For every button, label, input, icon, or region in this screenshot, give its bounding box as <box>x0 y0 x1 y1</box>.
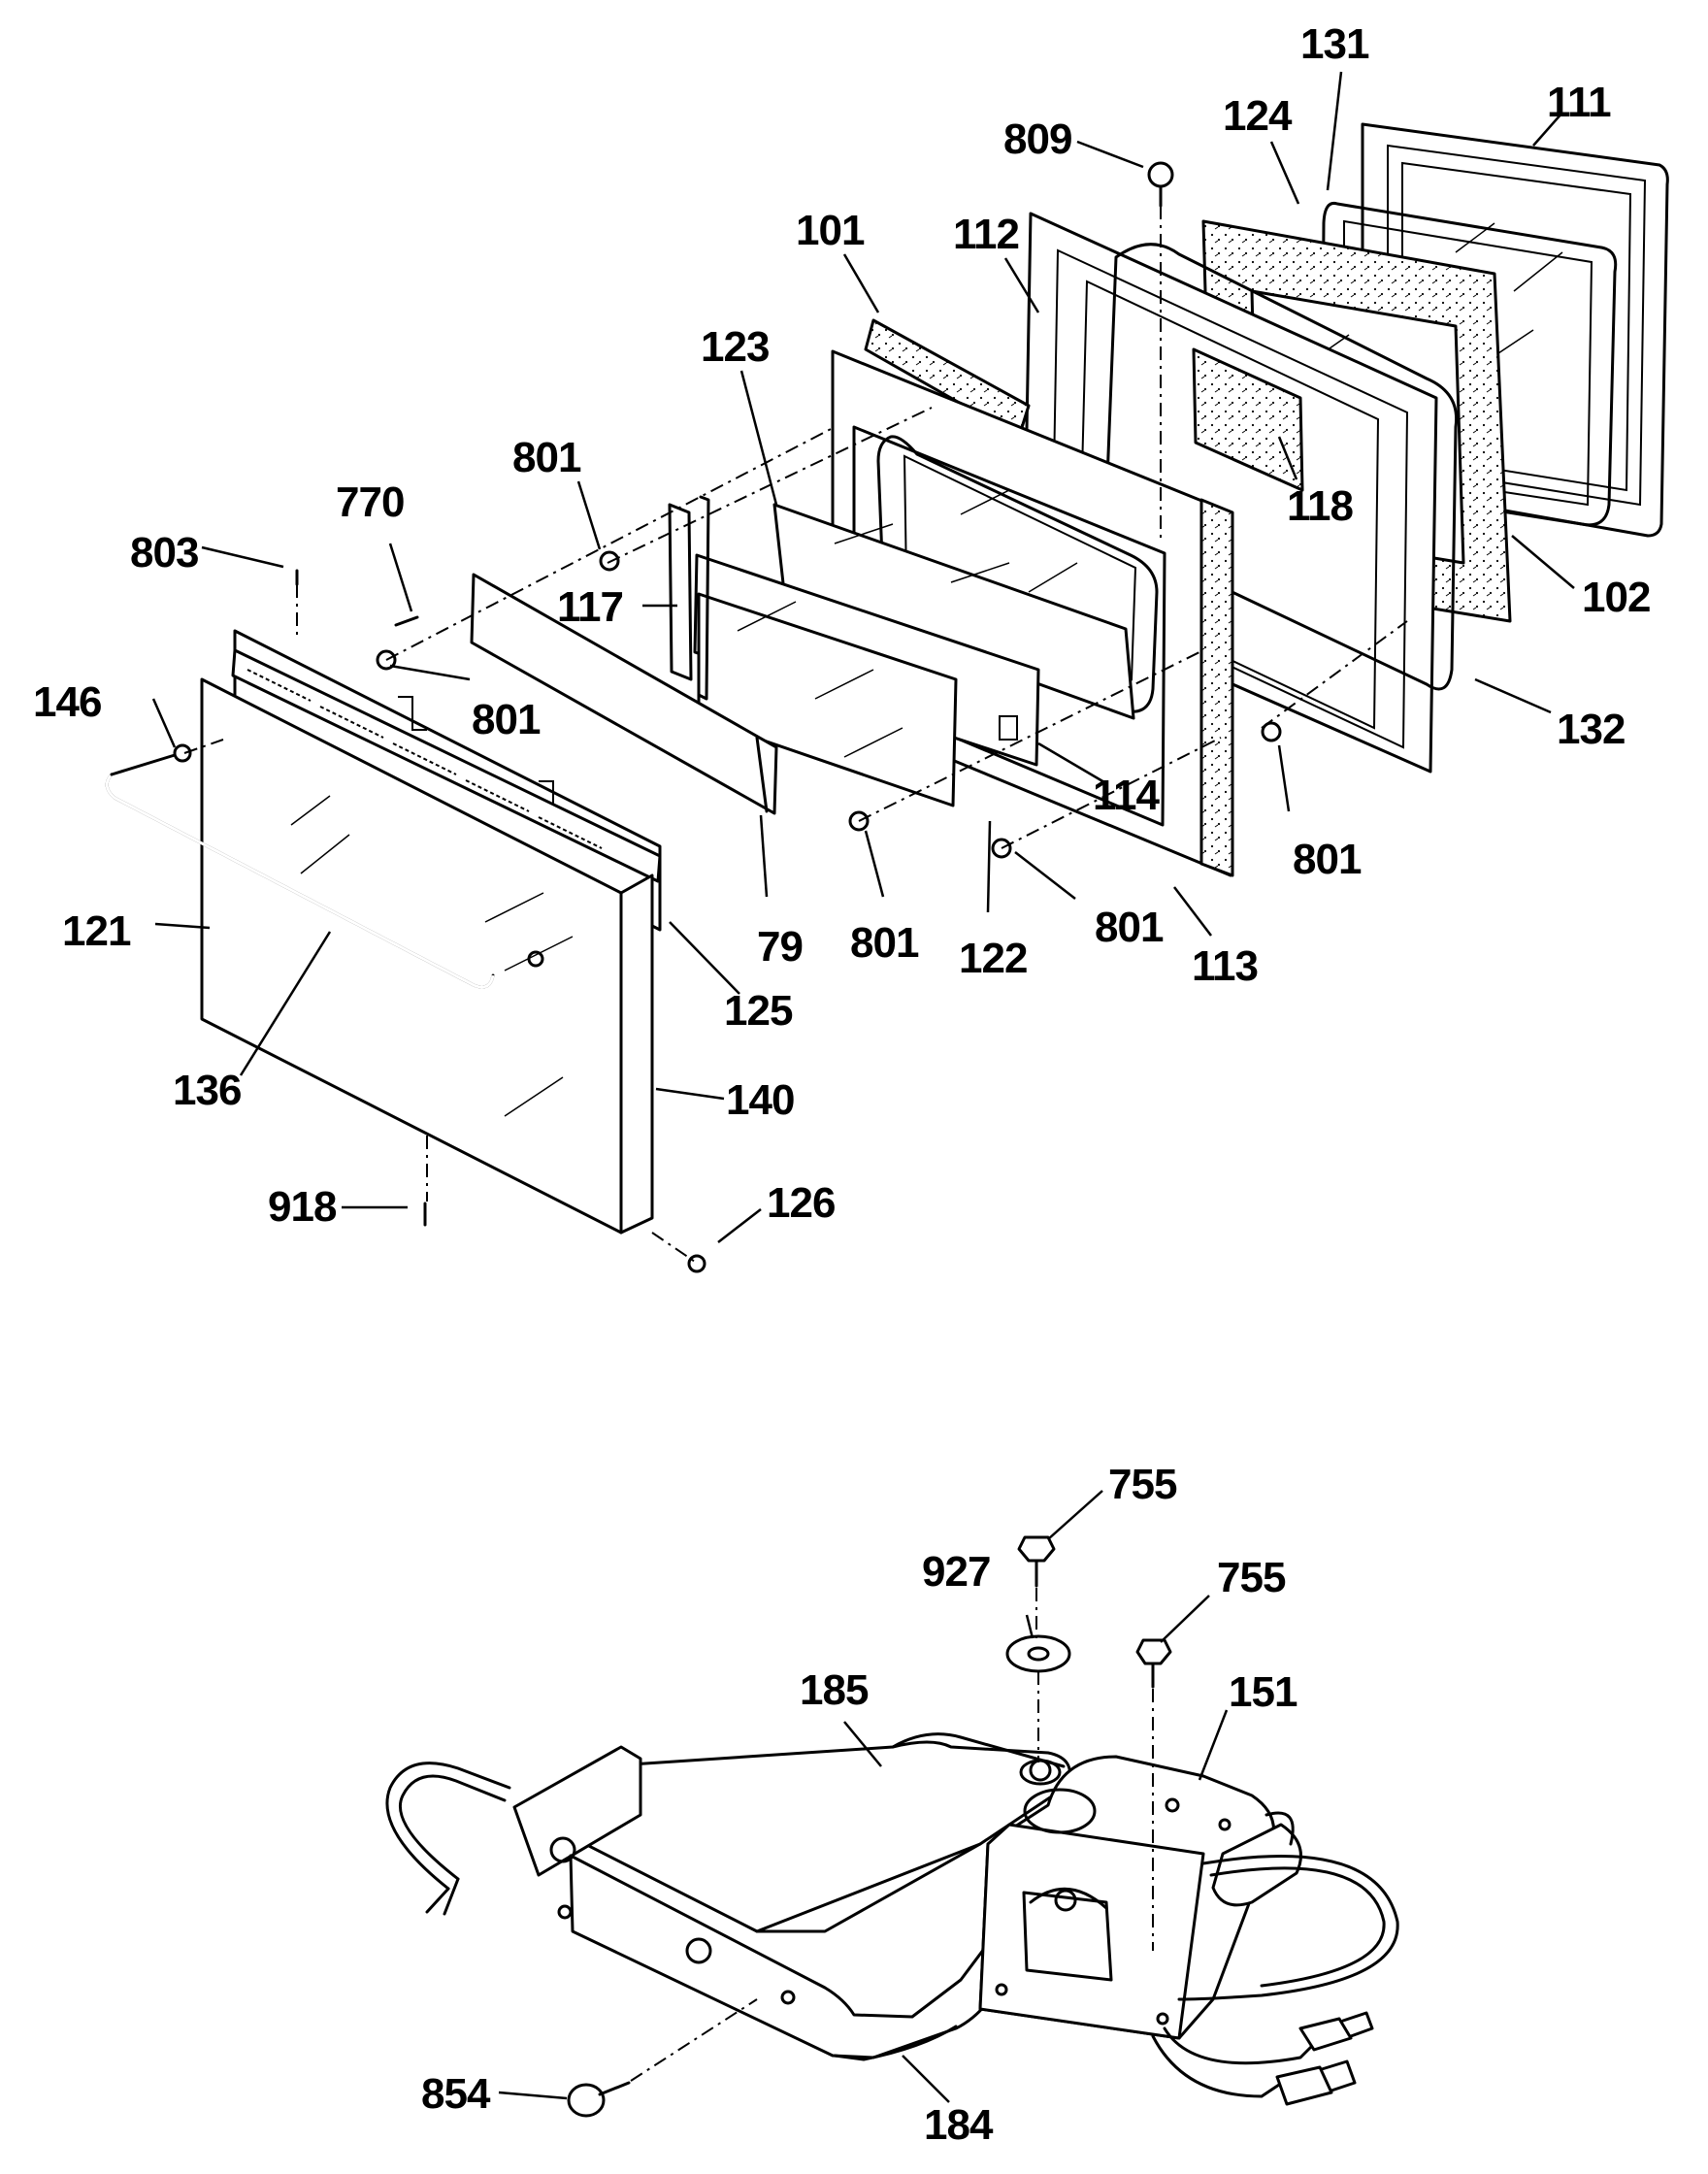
callout-121: 121 <box>62 907 131 955</box>
wire-terminal-upper <box>1298 2011 1374 2052</box>
screw-755-b <box>1135 1638 1172 1689</box>
door-vent-slots <box>246 669 603 849</box>
callout-809: 809 <box>1003 115 1071 163</box>
callout-136: 136 <box>173 1067 241 1114</box>
callout-131: 131 <box>1300 20 1369 68</box>
callout-803: 803 <box>130 529 198 576</box>
callout-755-a: 755 <box>1108 1461 1177 1508</box>
callout-801-e: 801 <box>1095 904 1164 951</box>
part-117-bracket <box>668 495 710 701</box>
washer-927 <box>1005 1634 1071 1673</box>
part-151-motor-housing <box>978 1755 1275 2040</box>
callout-184: 184 <box>924 2101 994 2149</box>
screw-755-a <box>1017 1535 1056 1588</box>
callout-755-b: 755 <box>1217 1554 1286 1601</box>
callout-140: 140 <box>726 1076 794 1124</box>
callout-114: 114 <box>1093 772 1161 819</box>
callout-102: 102 <box>1582 574 1650 621</box>
callout-101: 101 <box>796 207 865 254</box>
callout-854: 854 <box>421 2070 491 2118</box>
part-79-trim-strip <box>470 573 778 815</box>
callout-151: 151 <box>1229 1668 1297 1716</box>
callout-801-d: 801 <box>850 919 919 967</box>
callout-185: 185 <box>800 1666 869 1714</box>
callout-801-b: 801 <box>472 696 541 743</box>
fastener-801-b <box>376 649 397 671</box>
callout-112: 112 <box>953 211 1019 258</box>
fastener-801-a <box>599 550 620 572</box>
callout-126: 126 <box>767 1179 835 1227</box>
callout-79: 79 <box>757 923 803 971</box>
callout-117: 117 <box>557 583 623 631</box>
fastener-146-b <box>527 950 544 968</box>
callout-770: 770 <box>336 478 404 526</box>
leader-lines-upper <box>151 71 1575 1243</box>
screw-854 <box>567 2081 631 2118</box>
callout-113: 113 <box>1192 942 1258 990</box>
part-cam-wheel <box>1211 1811 1302 1907</box>
leader-lines-lower <box>498 1490 1229 2103</box>
callout-927: 927 <box>922 1548 990 1596</box>
callout-918: 918 <box>268 1183 337 1231</box>
screws-and-fasteners <box>173 161 1282 1273</box>
part-122-glass-panel <box>693 553 1040 807</box>
callout-123: 123 <box>701 323 769 371</box>
fastener-809 <box>1147 161 1174 188</box>
fastener-801-d <box>848 810 870 832</box>
fastener-126 <box>687 1254 706 1273</box>
fastener-801-e <box>991 838 1012 859</box>
callout-118: 118 <box>1287 482 1354 530</box>
callouts-upper: 131 111 124 809 101 112 123 801 770 803 … <box>33 20 1651 1231</box>
part-lock-hook <box>385 1762 511 1916</box>
upper-door-assembly: 131 111 124 809 101 112 123 801 770 803 … <box>33 20 1669 1273</box>
wire-terminal-lower <box>1275 2059 1357 2106</box>
callout-801-a: 801 <box>512 434 581 481</box>
part-118-spacer <box>1192 347 1304 492</box>
fastener-801-c <box>1261 721 1282 742</box>
callout-122: 122 <box>959 935 1027 982</box>
wiring-harness <box>1151 1855 1399 2106</box>
part-123-glass-panel <box>772 503 1135 720</box>
callout-111: 111 <box>1547 79 1611 126</box>
callout-146: 146 <box>33 678 101 726</box>
assembly-centerlines <box>183 206 1408 1263</box>
callout-132: 132 <box>1557 706 1625 753</box>
callout-125: 125 <box>724 987 793 1035</box>
callout-801-c: 801 <box>1293 836 1362 883</box>
callout-124: 124 <box>1223 92 1293 140</box>
part-136-handle <box>105 753 495 989</box>
fastener-146 <box>173 743 192 763</box>
part-121-outer-door <box>200 648 662 1235</box>
lower-lock-assembly: 755 927 755 185 151 854 184 <box>385 1461 1399 2149</box>
callouts-lower: 755 927 755 185 151 854 184 <box>421 1461 1298 2149</box>
